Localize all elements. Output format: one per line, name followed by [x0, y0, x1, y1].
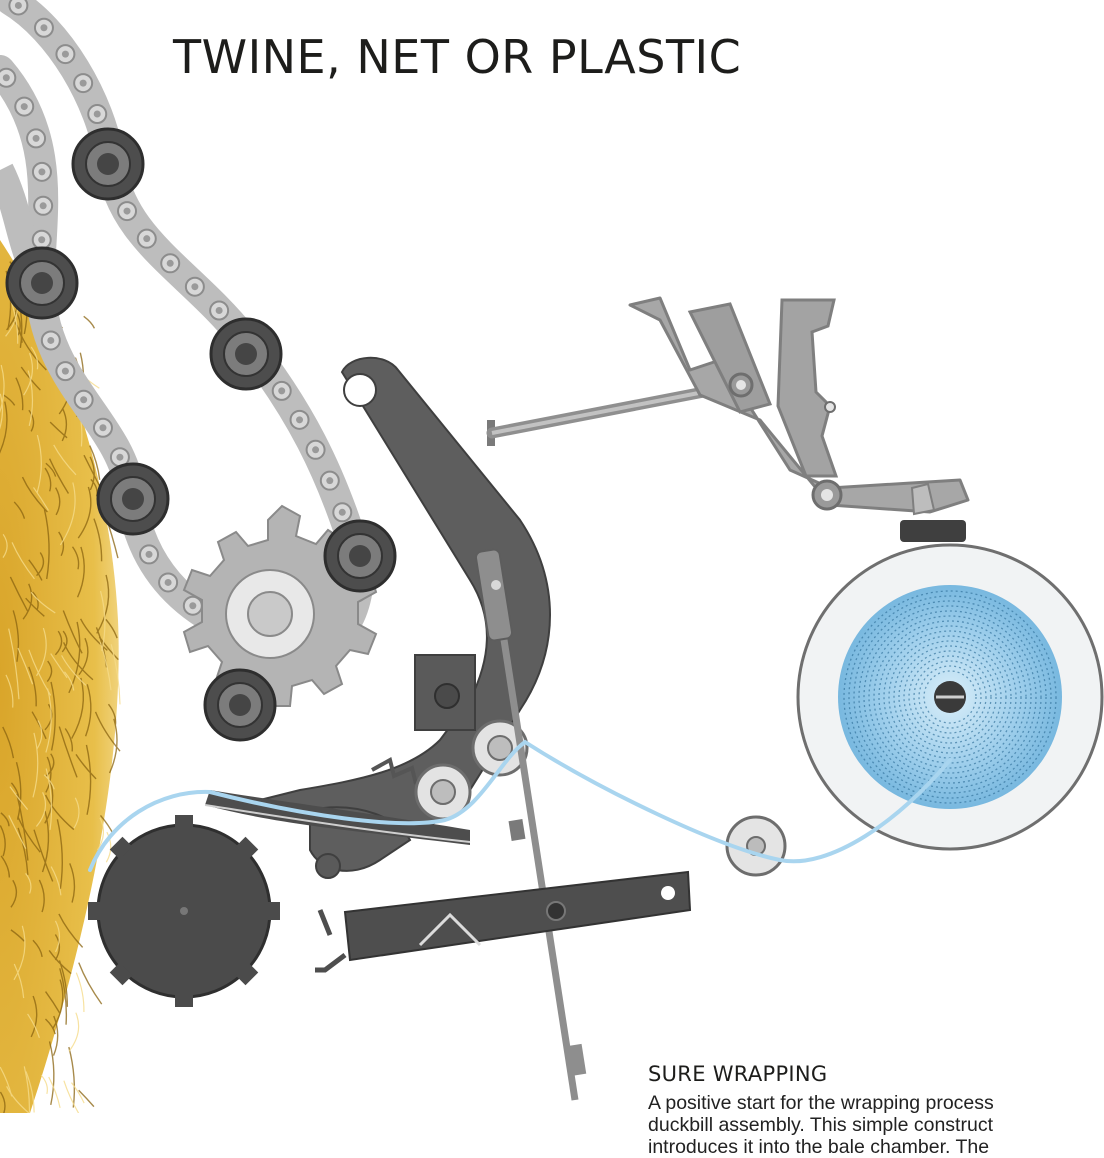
caption-line-1: A positive start for the wrapping proces…	[648, 1092, 1104, 1114]
page-title: TWINE, NET OR PLASTIC	[173, 30, 741, 84]
caption-line-3: introduces it into the bale chamber. The	[648, 1136, 1104, 1158]
feed-drum	[88, 815, 280, 1007]
caption-heading: SURE WRAPPING	[648, 1062, 1104, 1086]
caption-line-2: duckbill assembly. This simple construct	[648, 1114, 1104, 1136]
baler-wrapping-illustration	[0, 0, 1104, 1113]
lower-bar	[315, 872, 690, 970]
net-roll	[798, 545, 1102, 849]
brake-linkage	[487, 298, 968, 542]
caption-block: SURE WRAPPING A positive start for the w…	[648, 1062, 1104, 1158]
